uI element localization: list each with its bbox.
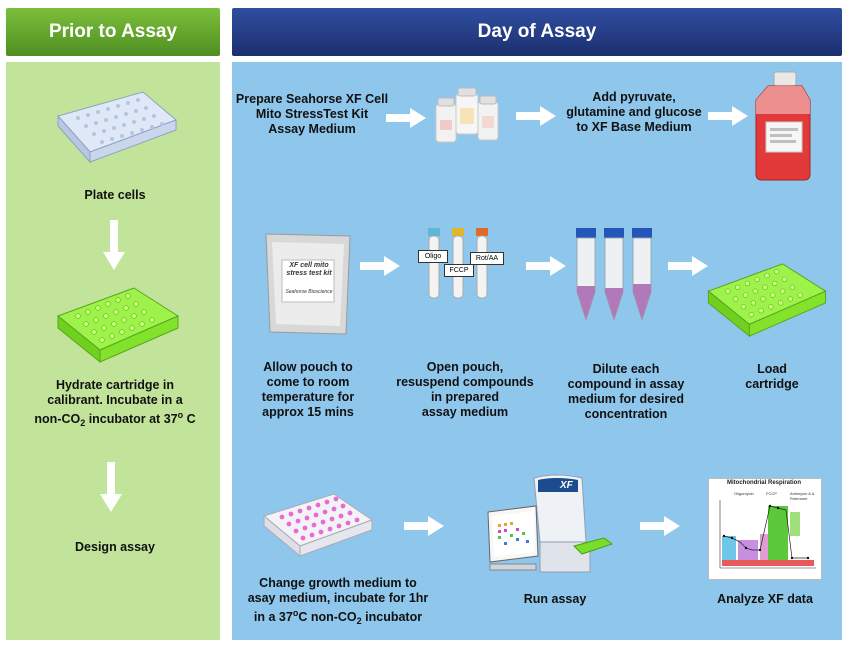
change-line-3b: C non-CO — [298, 610, 357, 625]
tube-label-rot-aa: Rot/AA — [470, 252, 504, 265]
allow-line-2: come to room — [266, 375, 350, 389]
day-header-title: Day of Assay — [477, 21, 597, 42]
allow-line-1: Allow pouch to — [263, 360, 353, 374]
prepare-line-3: Assay Medium — [268, 122, 356, 136]
hydrate-cartridge-label: Hydrate cartridge in calibrant. Incubate… — [20, 378, 210, 431]
design-assay-label: Design assay — [75, 540, 155, 554]
conical-tubes-image — [576, 228, 652, 322]
right-arrow-icon — [386, 108, 426, 128]
change-medium-label: Change growth medium to asay medium, inc… — [238, 576, 438, 629]
dilute-compound-label: Dilute each compound in assay medium for… — [558, 362, 694, 422]
right-arrow-icon — [404, 516, 444, 536]
pouch-label-text: XF cell mito stress test kit Seahorse Bi… — [284, 262, 334, 296]
cell-plate-pink-image — [262, 493, 374, 558]
allow-pouch-label: Allow pouch to come to room temperature … — [248, 360, 368, 420]
right-arrow-icon — [640, 516, 680, 536]
chart-label-antimycin: Antimycin A & Rotenone — [790, 491, 815, 501]
hydrate-line-3b: incubator at 37 — [85, 412, 178, 427]
change-line-3a: in a 37 — [253, 610, 293, 625]
right-arrow-icon — [708, 106, 748, 126]
hydrate-line-3c: C — [183, 412, 196, 427]
analyzer-xf-badge: XF — [560, 480, 573, 491]
dilute-line-2: compound in assay — [567, 377, 685, 391]
allow-line-3: temperature for — [261, 390, 355, 404]
load-line-1: Load — [757, 362, 787, 376]
hydrate-line-3: non-CO2 incubator at 37o C — [20, 408, 210, 431]
hydrate-line-1: Hydrate cartridge in — [55, 378, 175, 392]
add-line-3: to XF Base Medium — [576, 120, 692, 134]
add-line-2: glutamine and glucose — [566, 105, 702, 119]
sensor-cartridge-image — [57, 287, 180, 364]
respiration-chart-plot — [719, 500, 816, 569]
prior-to-assay-header: Prior to Assay — [6, 8, 220, 56]
add-supplements-label: Add pyruvate, glutamine and glucose to X… — [556, 90, 712, 135]
right-arrow-icon — [516, 106, 556, 126]
down-arrow-icon — [103, 220, 125, 270]
right-arrow-icon — [360, 256, 400, 276]
hydrate-line-3a: non-CO — [34, 412, 81, 427]
xf-analyzer-image — [487, 474, 614, 573]
change-line-2: asay medium, incubate for 1hr — [247, 591, 429, 605]
run-assay-label: Run assay — [523, 592, 587, 606]
loaded-cartridge-image — [707, 263, 827, 338]
prior-header-title: Prior to Assay — [48, 21, 178, 42]
right-arrow-icon — [668, 256, 708, 276]
analyze-data-label: Analyze XF data — [717, 592, 813, 606]
media-bottle-image — [755, 71, 811, 181]
prepare-line-1: Prepare Seahorse XF Cell — [235, 92, 389, 106]
allow-line-4: approx 15 mins — [262, 405, 354, 419]
dilute-line-1: Dilute each — [592, 362, 660, 376]
pouch-text-line-1: XF cell mito — [289, 262, 329, 269]
respiration-chart-title: Mitochondrial Respiration — [726, 480, 801, 486]
tube-label-fccp: FCCP — [444, 264, 474, 277]
open-line-4: assay medium — [421, 405, 509, 419]
open-line-2: resuspend compounds — [396, 375, 534, 389]
change-co2-sub: 2 — [356, 616, 362, 627]
open-line-1: Open pouch, — [426, 360, 504, 374]
hydrate-degree-sup: o — [177, 410, 184, 420]
prepare-line-2: Mito StressTest Kit — [255, 107, 369, 121]
pouch-text-line-2: stress test kit — [286, 270, 332, 277]
day-of-assay-header: Day of Assay — [232, 8, 842, 56]
assay-kit-pouch-image — [265, 233, 351, 335]
change-line-1: Change growth medium to — [259, 576, 417, 590]
plate-cells-label: Plate cells — [84, 188, 146, 202]
change-line-3: in a 37oC non-CO2 incubator — [238, 606, 438, 629]
hydrate-co2-sub: 2 — [80, 418, 86, 429]
tube-label-oligo: Oligo — [418, 250, 448, 263]
hydrate-line-2: calibrant. Incubate in a — [47, 393, 183, 407]
cell-plate-image — [57, 91, 177, 164]
dilute-line-4: concentration — [584, 407, 668, 421]
load-cartridge-label: Load cartridge — [722, 362, 822, 392]
add-line-1: Add pyruvate, — [592, 90, 676, 104]
chart-label-oligomycin: Oligomycin — [734, 491, 754, 496]
right-arrow-icon — [526, 256, 566, 276]
open-line-3: in prepared — [430, 390, 500, 404]
change-line-3c: incubator — [361, 610, 423, 625]
open-pouch-label: Open pouch, resuspend compounds in prepa… — [390, 360, 540, 420]
chart-label-fccp: FCCP — [766, 491, 777, 496]
change-degree-sup: o — [292, 608, 299, 618]
load-line-2: cartridge — [745, 377, 799, 391]
down-arrow-icon — [100, 462, 122, 512]
medium-bottles-image — [435, 87, 499, 143]
prepare-medium-label: Prepare Seahorse XF Cell Mito StressTest… — [232, 92, 392, 137]
dilute-line-3: medium for desired — [568, 392, 684, 406]
pouch-brand: Seahorse Bioscience — [285, 289, 333, 295]
